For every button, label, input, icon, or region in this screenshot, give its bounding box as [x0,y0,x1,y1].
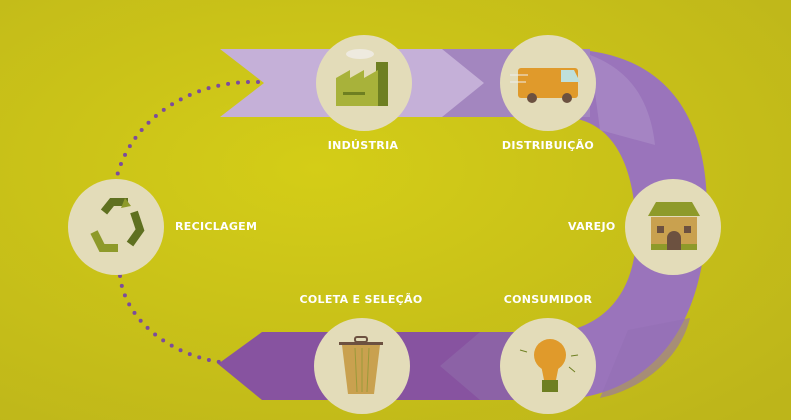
factory-icon [336,49,388,106]
store-icon [648,202,700,250]
label-industria: INDÚSTRIA [327,139,399,152]
delivery-van-icon [510,68,580,103]
collection-node [314,318,410,414]
label-coleta: COLETA E SELEÇÃO [299,293,423,306]
consumer-node [500,318,596,414]
light-bulb-icon [519,339,579,392]
distribution-node [500,35,596,131]
label-varejo: VAREJO [568,220,616,233]
retail-node [625,179,721,275]
curved-band [560,49,707,400]
label-reciclagem: RECICLAGEM [175,220,258,233]
recycle-icon [90,198,145,252]
trash-can-icon [339,336,383,394]
recycling-node [68,179,164,275]
industry-node [316,35,412,131]
curved-band-shade [600,318,690,398]
label-distribuicao: DISTRIBUIÇÃO [501,139,595,152]
label-consumidor: CONSUMIDOR [503,293,593,306]
curved-band-highlight [590,55,655,145]
